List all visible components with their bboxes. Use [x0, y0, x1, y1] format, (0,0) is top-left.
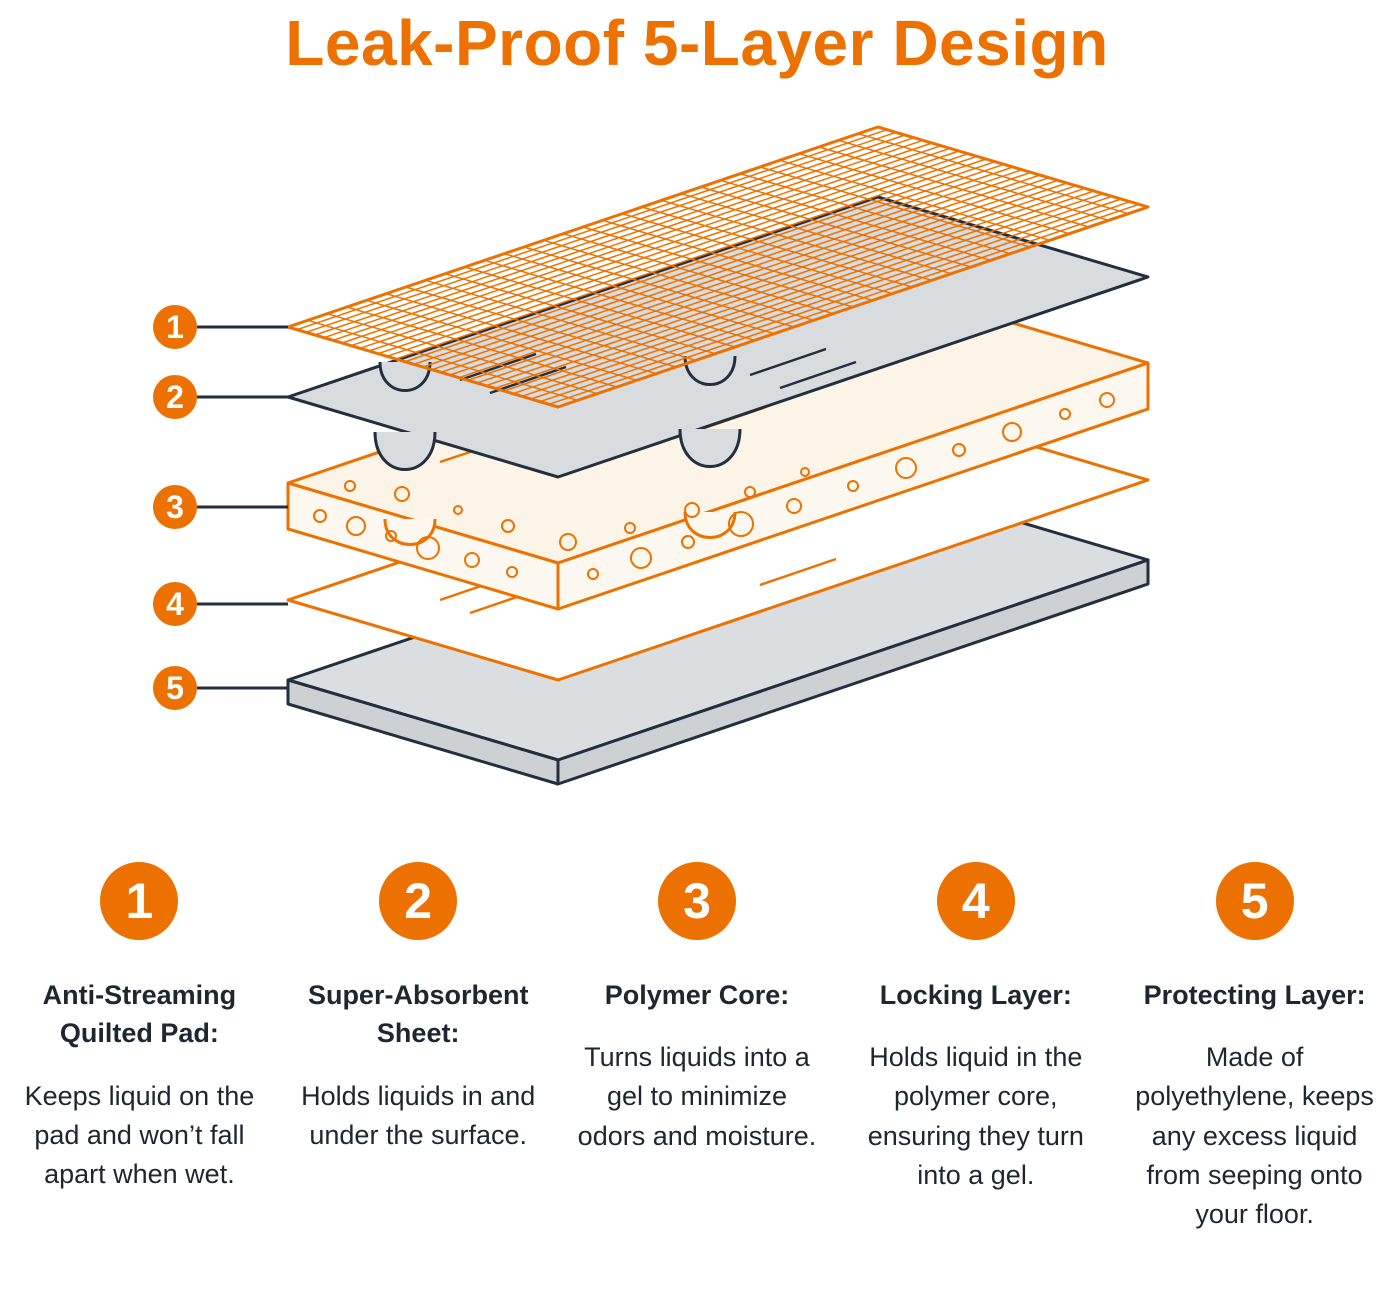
page-title: Leak-Proof 5-Layer Design: [285, 7, 1109, 79]
number-circle-5: 5: [1215, 862, 1294, 940]
core-dimple: [683, 511, 737, 539]
layer-3-body: Turns liquids into a gel to minimize odo…: [577, 1042, 817, 1151]
layer-diagram-wrap: 1 2 3 4: [140, 80, 1240, 800]
svg-text:5: 5: [166, 670, 184, 706]
layer-2-heading: Super-Absorbent Sheet:: [307, 980, 529, 1049]
diagram-badge-2: 2: [153, 375, 288, 419]
layer-description-3: 3 Polymer Core: Turns liquids into a gel…: [570, 862, 825, 1234]
layer-4-body: Holds liquid in the polymer core, ensuri…: [867, 1042, 1084, 1190]
number-circle-3: 3: [657, 862, 736, 940]
layer-2-absorbent-graphic: [286, 195, 1150, 479]
svg-text:3: 3: [166, 489, 184, 525]
layer-descriptions: 1 Anti-Streaming Quilted Pad: Keeps liqu…: [0, 862, 1394, 1234]
layer-1-heading: Anti-Streaming Quilted Pad:: [42, 980, 237, 1049]
diagram-badges: 1 2 3 4: [153, 305, 288, 710]
layer-description-1: 1 Anti-Streaming Quilted Pad: Keeps liqu…: [12, 862, 267, 1234]
layer-diagram: 1 2 3 4: [153, 125, 1150, 786]
svg-text:1: 1: [166, 309, 184, 345]
layer-4-heading: Locking Layer:: [879, 980, 1072, 1010]
absorbent-pocket: [678, 428, 742, 468]
layer-2-body: Holds liquids in and under the surface.: [301, 1080, 536, 1150]
diagram-badge-5: 5: [153, 666, 288, 710]
layer-description-2: 2 Super-Absorbent Sheet: Holds liquids i…: [291, 862, 546, 1234]
absorbent-pocket: [373, 431, 437, 471]
layer-5-body: Made of polyethylene, keeps any excess l…: [1135, 1042, 1374, 1229]
diagram-badge-4: 4: [153, 582, 288, 626]
polymer-bubbles: [313, 392, 1115, 580]
layer-1-mesh-graphic: [286, 125, 1150, 409]
number-circle-4: 4: [936, 862, 1015, 940]
svg-text:2: 2: [166, 379, 184, 415]
mesh-pocket: [378, 361, 432, 392]
number-circle-1: 1: [100, 862, 179, 940]
number-circle-2: 2: [379, 862, 458, 940]
mesh-pocket: [683, 355, 737, 386]
layer-description-4: 4 Locking Layer: Holds liquid in the pol…: [848, 862, 1103, 1234]
layer-description-5: 5 Protecting Layer: Made of polyethylene…: [1127, 862, 1382, 1234]
diagram-badge-3: 3: [153, 485, 288, 529]
layer-3-heading: Polymer Core:: [604, 980, 790, 1010]
svg-text:4: 4: [166, 586, 184, 622]
diagram-badge-1: 1: [153, 305, 288, 349]
infographic-page: Leak-Proof 5-Layer Design: [0, 6, 1394, 1306]
layer-1-body: Keeps liquid on the pad and won’t fall a…: [24, 1080, 255, 1189]
layer-5-heading: Protecting Layer:: [1143, 980, 1366, 1010]
